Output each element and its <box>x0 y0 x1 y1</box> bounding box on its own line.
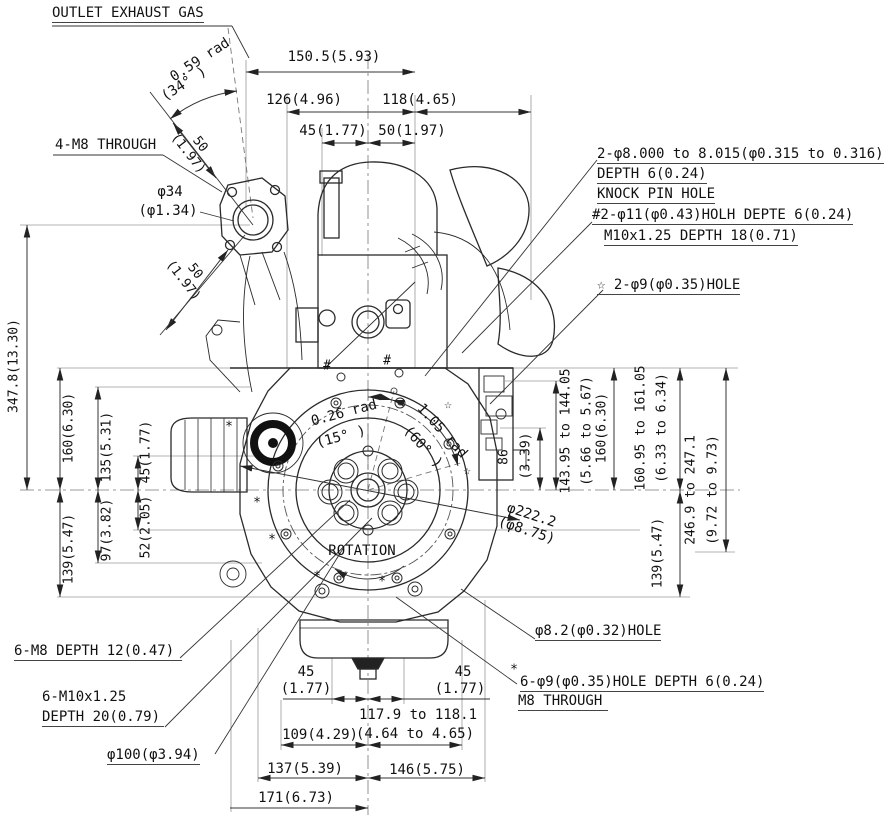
dim-160-right: 160(6.30) <box>594 392 610 464</box>
dim-117-9-inch: (4.64 to 4.65) <box>355 726 475 742</box>
dia-100: φ100(φ3.94) <box>107 747 200 765</box>
dim-109: 109(4.29) <box>282 727 358 743</box>
dim-246-9: 246.9 to 247.1 <box>683 435 699 545</box>
note-6m10: 6-M10x1.25 <box>42 689 127 705</box>
dim-146: 146(5.75) <box>389 762 465 778</box>
dim-160-95: 160.95 to 161.05 <box>633 365 649 491</box>
dim-45-bottom-right-inch: (1.77) <box>434 681 486 697</box>
dim-45-left: 45(1.77) <box>138 420 154 484</box>
dim-52: 52(2.05) <box>138 495 154 559</box>
dim-117-9: 117.9 to 118.1 <box>358 707 478 723</box>
note-m10-depth: M10x1.25 DEPTH 18(0.71) <box>604 228 798 246</box>
note-knockpin-depth: DEPTH 6(0.24) <box>597 166 707 184</box>
note-phi82-hole: φ8.2(φ0.32)HOLE <box>535 623 662 641</box>
asterisk-mark: * <box>225 419 233 435</box>
dia-34: φ34 <box>157 184 183 200</box>
dim-45-bottom-right: 45 <box>454 664 472 680</box>
hash-mark: # <box>323 358 331 374</box>
dim-118: 118(4.65) <box>382 92 458 108</box>
asterisk-prefix: * <box>510 662 518 678</box>
dim-171: 171(6.73) <box>258 790 334 806</box>
dim-45-top: 45(1.77) <box>299 123 367 139</box>
note-6m8-depth: 6-M8 DEPTH 12(0.47) <box>14 643 183 661</box>
rotation-label: ROTATION <box>328 543 396 559</box>
asterisk-mark: * <box>313 569 321 585</box>
dim-150-5: 150.5(5.93) <box>287 49 381 65</box>
note-knockpin-hole: KNOCK PIN HOLE <box>597 186 716 204</box>
note-4m8-through: 4-M8 THROUGH <box>55 137 157 153</box>
dim-139-left: 139(5.47) <box>61 513 77 585</box>
dim-143-95: 143.95 to 144.05 <box>558 368 574 494</box>
dim-246-9-inch: (9.72 to 9.73) <box>705 435 721 545</box>
dim-135: 135(5.31) <box>99 411 115 483</box>
dim-50-top: 50(1.97) <box>378 123 446 139</box>
dim-347-8: 347.8(13.30) <box>6 319 22 413</box>
star-mark: ☆ <box>463 463 471 479</box>
note-2-phi9-hole: ☆ 2-φ9(φ0.35)HOLE <box>597 277 741 295</box>
dim-97: 97(3.82) <box>99 498 115 562</box>
note-6phi9-hole: 6-φ9(φ0.35)HOLE DEPTH 6(0.24) <box>520 674 765 692</box>
hash-mark: # <box>383 353 391 369</box>
dim-160-left: 160(6.30) <box>61 392 77 464</box>
note-knockpin-dia: 2-φ8.000 to 8.015(φ0.315 to 0.316) <box>597 146 884 164</box>
dim-45-bottom-left-inch: (1.77) <box>280 681 332 697</box>
asterisk-mark: * <box>268 532 276 548</box>
note-m8-through: M8 THROUGH <box>518 693 609 711</box>
dim-137: 137(5.39) <box>267 761 343 777</box>
dia-34-inch: (φ1.34) <box>138 203 198 219</box>
dim-126: 126(4.96) <box>266 92 342 108</box>
asterisk-mark: * <box>378 574 386 590</box>
outlet-exhaust-gas-label: OUTLET EXHAUST GAS <box>52 5 204 23</box>
dim-143-95-inch: (5.66 to 5.67) <box>579 376 595 486</box>
asterisk-mark: * <box>253 495 261 511</box>
dim-86: 86 <box>496 449 512 465</box>
dim-45-bottom-left: 45 <box>297 664 315 680</box>
note-6m10-depth: DEPTH 20(0.79) <box>42 709 165 727</box>
dim-160-95-inch: (6.33 to 6.34) <box>654 373 670 483</box>
dim-139-right: 139(5.47) <box>650 517 666 589</box>
star-mark: ☆ <box>444 397 452 413</box>
note-phi11-hole: #2-φ11(φ0.43)HOLH DEPTE 6(0.24) <box>592 207 854 225</box>
dim-86-inch: (3.39) <box>518 432 534 480</box>
